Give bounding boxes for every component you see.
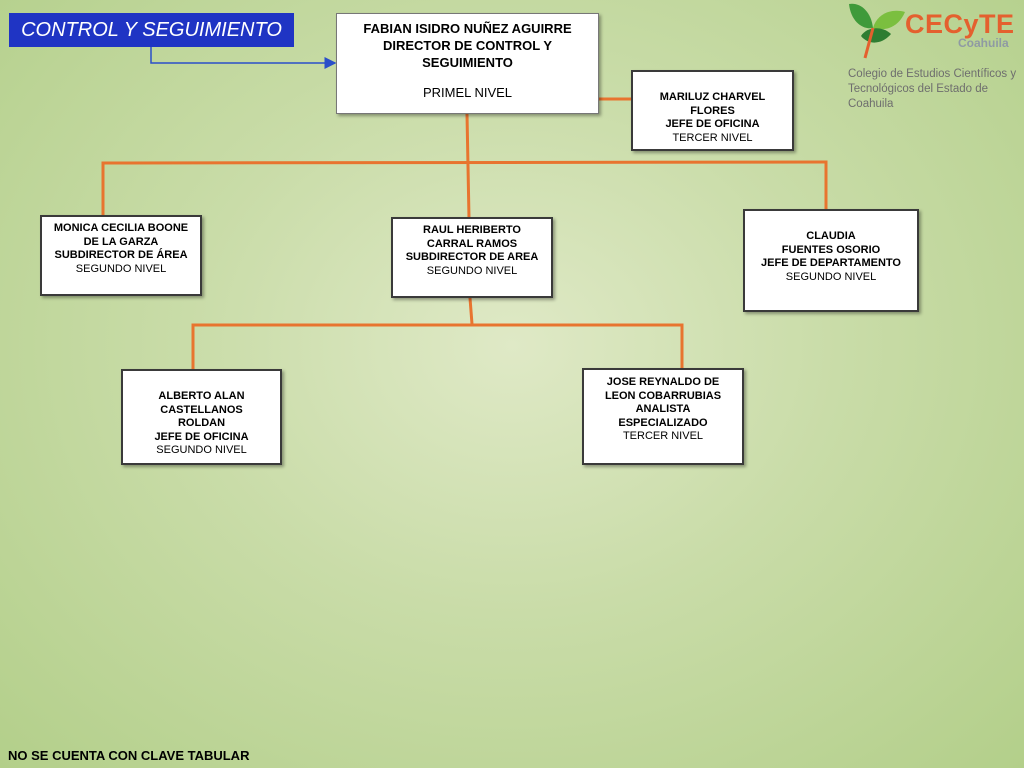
mariluz-name-line2: FLORES bbox=[690, 104, 735, 117]
claudia-name-line1: CLAUDIA bbox=[806, 230, 856, 242]
alberto-name-line2: CASTELLANOS bbox=[160, 403, 243, 416]
jose-name-line1: JOSE REYNALDO DE bbox=[606, 376, 720, 388]
jose-position-line1: ANALISTA bbox=[635, 403, 691, 415]
mariluz-level: TERCER NIVEL bbox=[672, 131, 753, 144]
node-claudia: CLAUDIA FUENTES OSORIO JEFE DE DEPARTAME… bbox=[743, 209, 919, 312]
section-title: CONTROL Y SEGUIMIENTO bbox=[9, 13, 294, 47]
raul-level: SEGUNDO NIVEL bbox=[426, 264, 518, 277]
director-trunk-line bbox=[465, 112, 471, 220]
raul-position: SUBDIRECTOR DE AREA bbox=[405, 251, 539, 263]
alberto-name-line1: ALBERTO ALAN bbox=[158, 390, 245, 402]
director-title-line2: SEGUIMIENTO bbox=[422, 55, 513, 70]
claudia-name-line2: FUENTES OSORIO bbox=[781, 243, 881, 256]
level2-bus-line bbox=[101, 160, 828, 165]
monica-position: SUBDIRECTOR DE ÁREA bbox=[54, 249, 188, 261]
node-raul: RAUL HERIBERTO CARRAL RAMOS SUBDIRECTOR … bbox=[391, 217, 553, 298]
logo-institution: Colegio de Estudios Científicos y Tecnol… bbox=[848, 67, 1018, 112]
director-title-line1: DIRECTOR DE CONTROL Y bbox=[382, 38, 553, 53]
logo-region: Coahuila bbox=[958, 36, 1009, 50]
logo-institution-line2: Tecnológicos del Estado de Coahuila bbox=[848, 83, 989, 110]
raul-name-line1: RAUL HERIBERTO bbox=[423, 224, 521, 236]
logo-brand: CECyTE bbox=[905, 9, 1015, 39]
node-jose: JOSE REYNALDO DE LEON COBARRUBIAS ANALIS… bbox=[582, 368, 744, 465]
footer-note: NO SE CUENTA CON CLAVE TABULAR bbox=[8, 748, 250, 763]
leaf-icon bbox=[849, 3, 905, 59]
cecyte-logo: CECyTE Coahuila Colegio de Estudios Cien… bbox=[843, 0, 1018, 110]
claudia-position: JEFE DE DEPARTAMENTO bbox=[761, 257, 901, 269]
jose-position-line2: ESPECIALIZADO bbox=[618, 416, 708, 429]
mariluz-name-line1: MARILUZ CHARVEL bbox=[659, 91, 766, 103]
alberto-level: SEGUNDO NIVEL bbox=[156, 444, 247, 456]
node-director: FABIAN ISIDRO NUÑEZ AGUIRRE DIRECTOR DE … bbox=[336, 13, 599, 114]
raul-name-line2: CARRAL RAMOS bbox=[426, 237, 518, 250]
alberto-name-line3: ROLDAN bbox=[177, 417, 226, 429]
jose-level: TERCER NIVEL bbox=[622, 430, 704, 442]
node-monica: MONICA CECILIA BOONE DE LA GARZA SUBDIRE… bbox=[40, 215, 202, 296]
mariluz-position: JEFE DE OFICINA bbox=[665, 118, 760, 130]
node-mariluz: MARILUZ CHARVEL FLORES JEFE DE OFICINA T… bbox=[631, 70, 794, 151]
logo-institution-line1: Colegio de Estudios Científicos y bbox=[848, 68, 1017, 80]
monica-name-line2: DE LA GARZA bbox=[83, 235, 159, 248]
title-to-director-arrow bbox=[150, 47, 337, 69]
monica-name-line1: MONICA CECILIA BOONE bbox=[53, 222, 189, 234]
monica-level: SEGUNDO NIVEL bbox=[75, 262, 167, 275]
node-alberto: ALBERTO ALAN CASTELLANOS ROLDAN JEFE DE … bbox=[121, 369, 282, 465]
director-level: PRIMEL NIVEL bbox=[422, 85, 513, 100]
director-name: FABIAN ISIDRO NUÑEZ AGUIRRE bbox=[363, 21, 572, 36]
claudia-level: SEGUNDO NIVEL bbox=[785, 270, 877, 283]
alberto-position: JEFE DE OFICINA bbox=[154, 430, 249, 443]
jose-name-line2: LEON COBARRUBIAS bbox=[604, 389, 722, 402]
raul-trunk-line bbox=[468, 296, 474, 326]
